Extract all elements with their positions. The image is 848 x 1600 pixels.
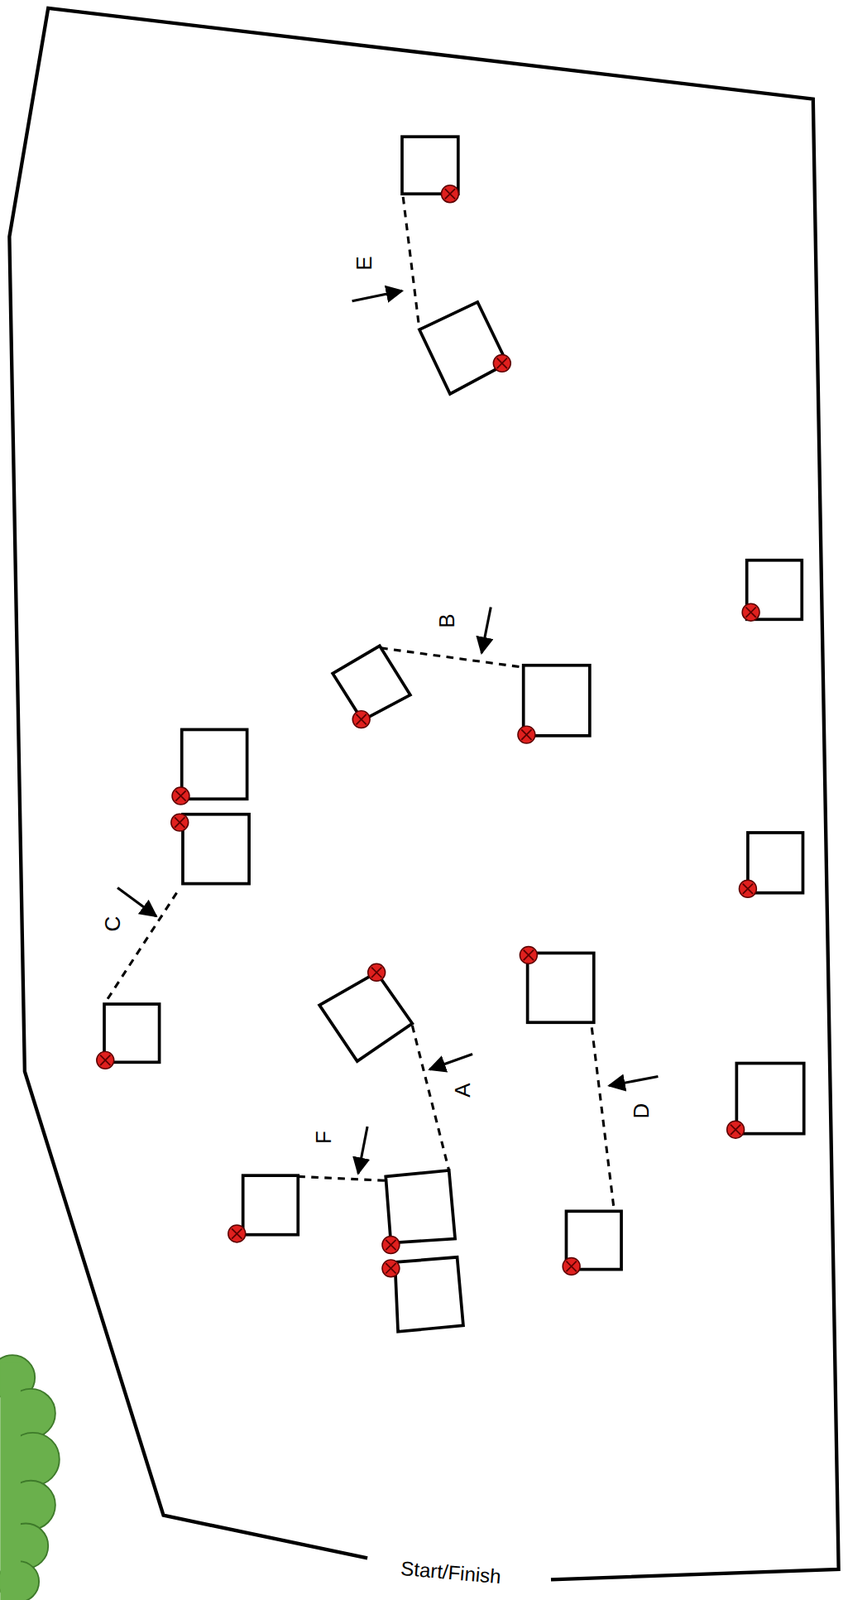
- section-letter: C: [101, 915, 124, 932]
- course-boundary: [9, 8, 839, 1579]
- section-letter: D: [630, 1102, 652, 1119]
- markers: [96, 185, 760, 1277]
- dashed-links: [104, 196, 614, 1211]
- section-letter: F: [312, 1130, 335, 1144]
- section-letter: A: [451, 1082, 474, 1098]
- section-letter: E: [353, 256, 375, 271]
- section-letter: B: [435, 613, 458, 628]
- start-finish-label: Start/Finish: [400, 1557, 503, 1586]
- tree: [0, 1354, 60, 1600]
- obstacle-squares: [104, 136, 805, 1332]
- leader-arrows: [117, 290, 658, 1173]
